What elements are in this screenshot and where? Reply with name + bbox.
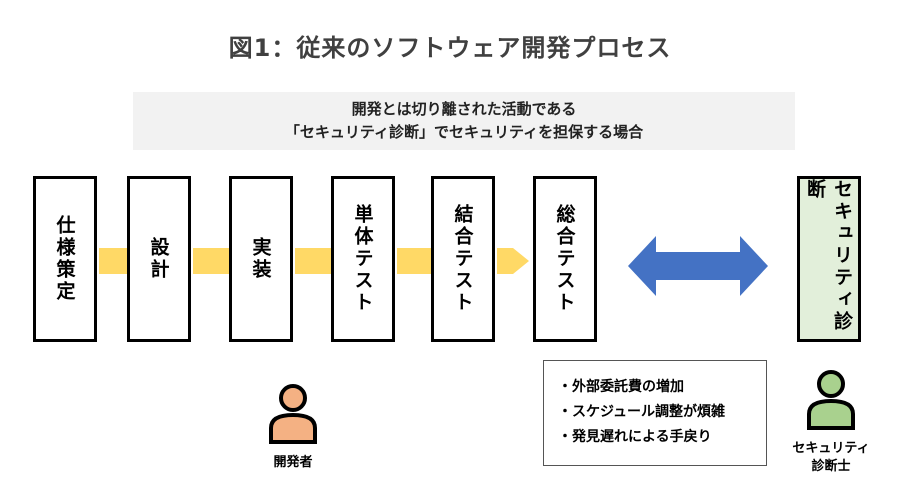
step-integration-test: 結合テスト (431, 176, 495, 342)
step-system-test: 総合テスト (533, 176, 597, 342)
step-label: 総合テスト (553, 204, 576, 314)
double-arrow-icon (628, 236, 768, 296)
issue-item: ・外部委託費の増加 (558, 379, 684, 395)
step-label: セキュリティ診断 (804, 179, 853, 333)
step-label: 実装 (249, 237, 272, 281)
step-design: 設計 (127, 176, 191, 342)
developer-person-icon (269, 384, 317, 444)
step-label: 単体テスト (351, 204, 374, 314)
connector-1 (99, 248, 127, 274)
security-expert-person-icon (807, 370, 855, 430)
connector-arrowhead (513, 248, 529, 274)
subtitle-box: 開発とは切り離された活動である 「セキュリティ診断」でセキュリティを担保する場合 (133, 92, 795, 150)
subtitle-line-2: 「セキュリティ診断」でセキュリティを担保する場合 (284, 123, 644, 141)
issue-item: ・発見遅れによる手戻り (558, 429, 712, 445)
step-label: 結合テスト (451, 204, 474, 314)
step-label: 仕様策定 (53, 215, 76, 303)
security-expert-label-line-1: セキュリティ (792, 441, 870, 456)
connector-4 (397, 248, 431, 274)
step-label: 設計 (147, 237, 170, 281)
issues-box: ・外部委託費の増加 ・スケジュール調整が煩雑 ・発見遅れによる手戻り (543, 360, 767, 466)
step-unit-test: 単体テスト (331, 176, 395, 342)
developer-label: 開発者 (273, 455, 313, 470)
security-expert-label: セキュリティ 診断士 (781, 440, 881, 476)
subtitle-line-1: 開発とは切り離された活動である (351, 100, 577, 118)
step-implementation: 実装 (229, 176, 293, 342)
security-expert-label-line-2: 診断士 (811, 459, 851, 474)
diagram-title: 図1：従来のソフトウェア開発プロセス (228, 34, 672, 62)
issue-item: ・スケジュール調整が煩雑 (558, 404, 726, 420)
step-specification: 仕様策定 (33, 176, 97, 342)
step-security-diagnosis: セキュリティ診断 (797, 176, 861, 342)
connector-5 (497, 248, 513, 274)
connector-2 (193, 248, 229, 274)
connector-3 (295, 248, 331, 274)
